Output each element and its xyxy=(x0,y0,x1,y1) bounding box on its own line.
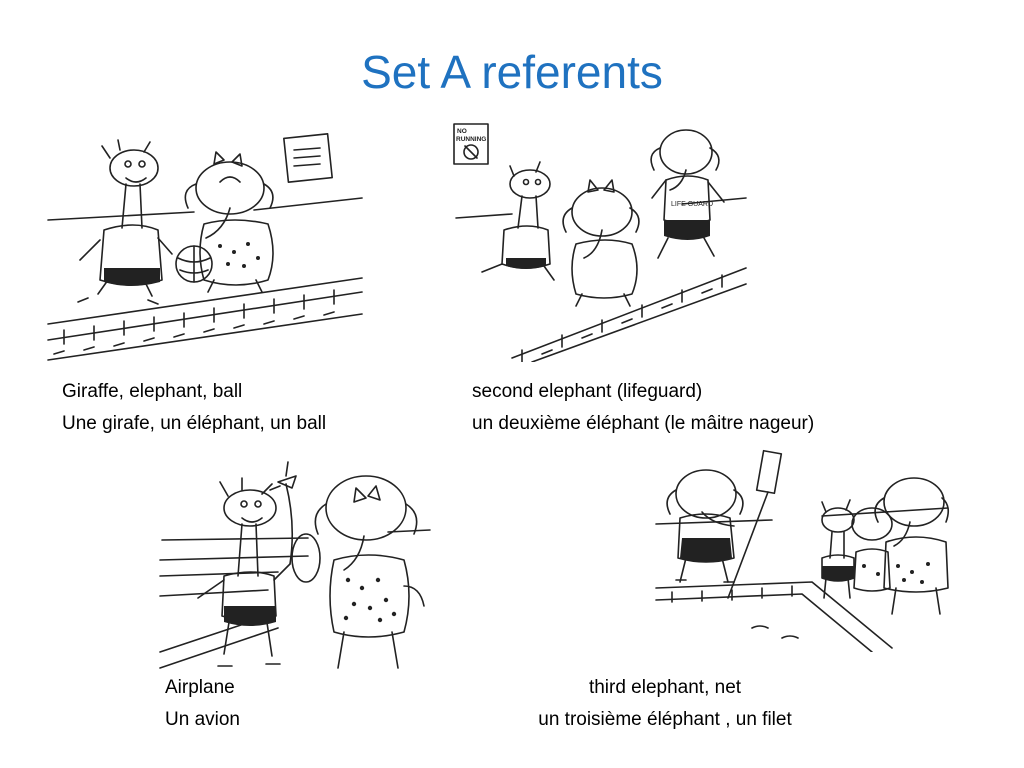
illustration-third-elephant-net xyxy=(652,448,952,652)
illustration-airplane xyxy=(158,456,434,678)
cartoon-drawing-3 xyxy=(159,461,431,669)
caption-panel-3-french: Un avion xyxy=(165,709,240,730)
caption-panel-2-english: second elephant (lifeguard) xyxy=(472,381,703,402)
caption-panel-3: Airplane Un avion xyxy=(165,672,240,736)
caption-panel-4-english: third elephant, net xyxy=(588,677,742,698)
cartoon-drawing-1 xyxy=(47,133,363,361)
caption-panel-2: second elephant (lifeguard) un deuxième … xyxy=(472,376,814,440)
cartoon-drawing-4 xyxy=(655,449,950,652)
lifeguard-shirt-text: LIFE GUARD xyxy=(671,201,713,208)
caption-panel-1-french: Une girafe, un éléphant, un ball xyxy=(62,413,327,434)
no-running-sign xyxy=(453,123,489,165)
caption-panel-4: third elephant, net un troisième éléphan… xyxy=(490,672,840,736)
caption-panel-1-english: Giraffe, elephant, ball xyxy=(62,381,243,402)
slide-title: Set A referents xyxy=(361,46,663,98)
caption-panel-4-french: un troisième éléphant , un filet xyxy=(538,709,792,730)
sign-text-running: RUNNING xyxy=(456,136,486,143)
illustration-lifeguard-elephant: LIFE GUARD NO RUNNING xyxy=(452,118,748,362)
sign-text-no: NO xyxy=(457,128,467,135)
caption-panel-1: Giraffe, elephant, ball Une girafe, un é… xyxy=(62,376,326,440)
caption-panel-3-english: Airplane xyxy=(165,677,235,698)
illustration-giraffe-elephant-ball xyxy=(44,128,366,362)
caption-panel-2-french: un deuxième éléphant (le mâitre nageur) xyxy=(472,413,815,434)
cartoon-drawing-2: LIFE GUARD NO RUNNING xyxy=(453,123,747,362)
